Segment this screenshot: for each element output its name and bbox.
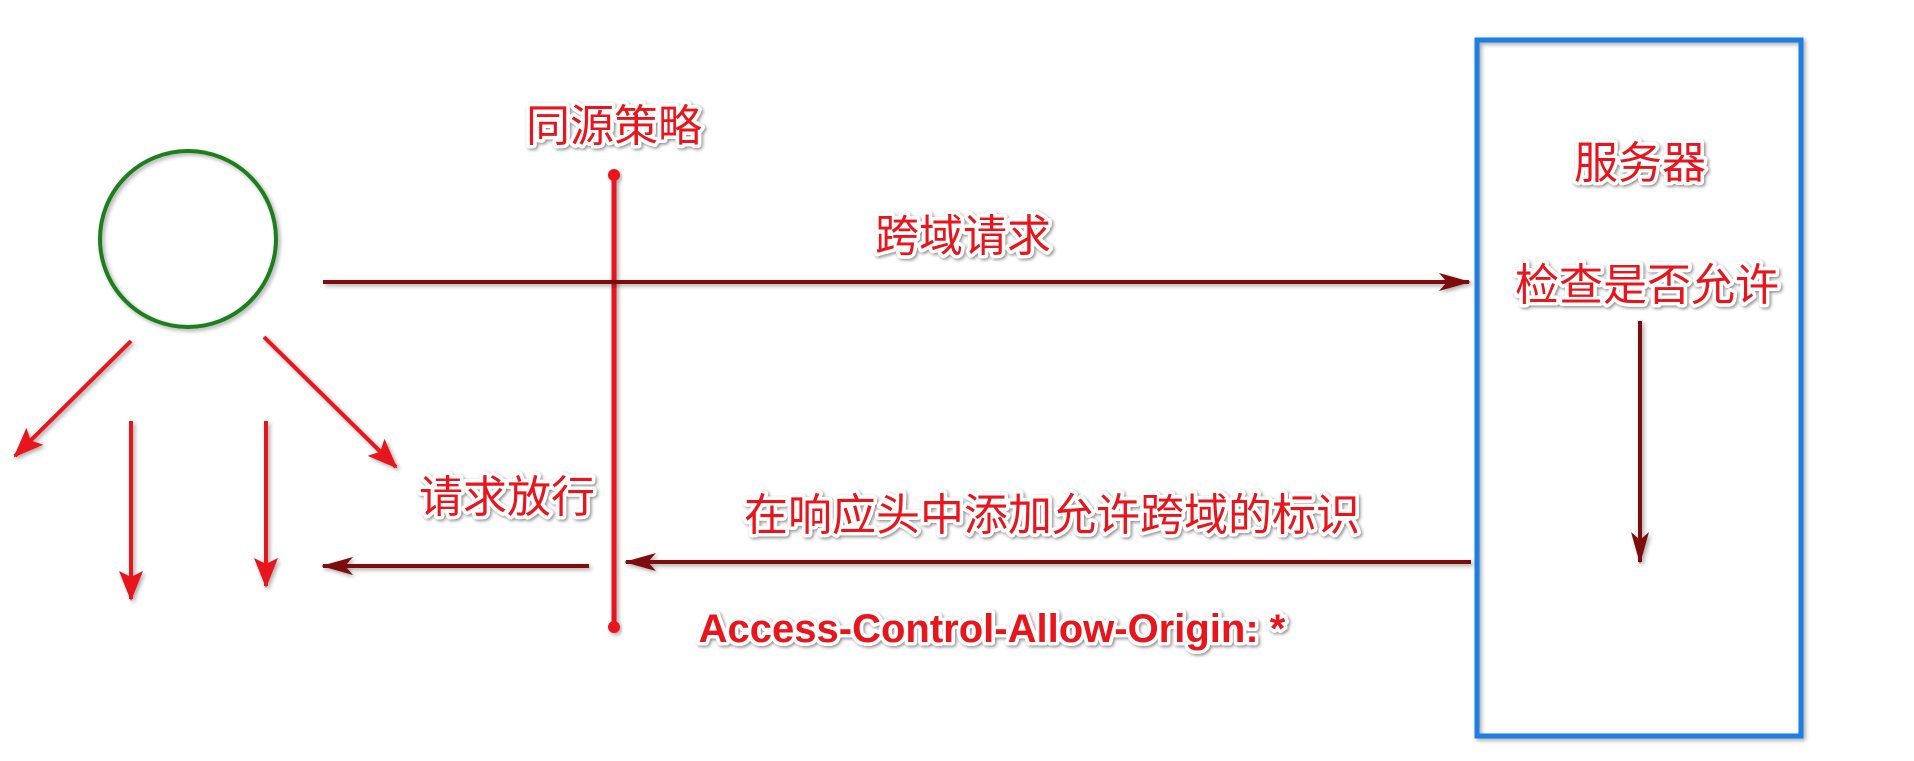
same-origin-barrier [608,169,620,633]
client-head-circle [98,149,278,329]
client-figure [13,149,398,601]
same-origin-policy-label: 同源策略 [526,101,702,152]
barrier-bottom-dot [608,621,620,633]
check-allowed-label: 检查是否允许 [1515,260,1779,311]
flow-arrows [321,273,1649,575]
server-box [1474,37,1804,739]
add-header-label: 在响应头中添加允许跨域的标识 [744,490,1360,541]
header-value-label: Access-Control-Allow-Origin: * [699,607,1286,651]
client-left-diagonal-arrow [13,339,133,458]
diagram-labels: 同源策略 跨域请求 服务器 检查是否允许 在响应头中添加允许跨域的标识 请求放行… [416,98,1783,655]
server-label: 服务器 [1574,138,1706,189]
barrier-top-dot [608,169,620,181]
cross-origin-request-label: 跨域请求 [875,211,1051,262]
client-right-diagonal-arrow [262,335,398,469]
request-allowed-label: 请求放行 [419,472,595,523]
